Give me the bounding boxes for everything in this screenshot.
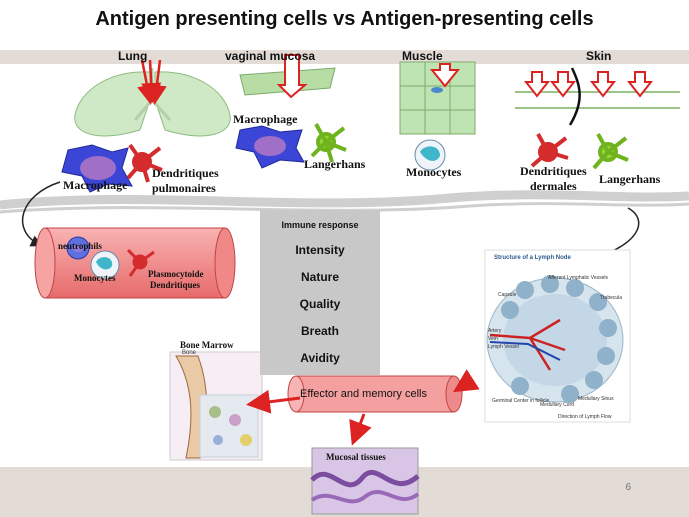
bone-marrow-sub: Bone <box>182 350 197 356</box>
immune-item-nature: Nature <box>300 270 339 284</box>
neutrophil-icon <box>66 236 90 260</box>
mucosal-label: Mucosal tissues <box>326 452 386 462</box>
lymph-label-direction: Direction of Lymph Flow <box>558 414 612 420</box>
lymph-label-artery: Artery <box>488 328 502 334</box>
macrophage-lung-icon <box>61 144 133 193</box>
top-band <box>0 50 689 64</box>
dendritic-dermal-icon <box>530 133 569 168</box>
lymph-label-afferent: Afferent Lymphatic Vessels <box>548 275 609 281</box>
curved-arrow-left <box>21 181 61 247</box>
arrow-effector-to-mucosa <box>349 413 372 446</box>
immune-item-breath: Breath <box>300 324 339 338</box>
label-skin: Skin <box>586 49 612 63</box>
label-langerhans-skin: Langerhans <box>599 172 661 186</box>
muscle-icon <box>399 61 476 135</box>
skin-icon <box>515 67 680 126</box>
immune-item-quality: Quality <box>299 297 341 311</box>
langerhans-skin-icon <box>592 133 629 170</box>
lymph-label-vein: Vein <box>488 336 498 342</box>
label-dendritic-pulm-1: Dendritiques <box>152 166 219 180</box>
label-vaginal-mucosa: vaginal mucosa <box>225 49 316 63</box>
vaginal-mucosa-icon <box>239 54 336 99</box>
label-monocytes-vessel: Monocytes <box>74 273 116 283</box>
lymph-label-capsule: Capsule <box>498 292 517 298</box>
langerhans-vaginal-icon <box>310 123 347 163</box>
effector-label: Effector and memory cells <box>300 388 427 400</box>
label-lung: Lung <box>118 49 148 63</box>
lymph-label-germinal: Germinal Center in follicle <box>492 398 550 404</box>
monocyte-vessel-icon <box>90 250 120 280</box>
plasmacytoid-dendritic-icon <box>126 248 155 277</box>
lymph-node-icon <box>484 249 631 423</box>
immune-heading: Immune response <box>281 220 359 230</box>
immune-item-avidity: Avidity <box>300 351 340 365</box>
wavy-divider <box>0 190 689 214</box>
label-macrophage-vaginal: Macrophage <box>233 112 298 126</box>
label-plasmacytoid-1: Plasmocytoide <box>148 269 204 279</box>
page-number: 6 <box>625 482 631 493</box>
bone-marrow-title: Bone Marrow <box>180 340 234 350</box>
label-dendritic-pulm-2: pulmonaires <box>152 181 216 195</box>
lymph-label-trabecula: Trabecula <box>600 295 623 301</box>
lung-arrows-icon <box>137 59 167 105</box>
immune-item-intensity: Intensity <box>295 243 345 257</box>
label-dendritic-dermal-2: dermales <box>530 179 577 193</box>
immune-response-box: Immune response Intensity Nature Quality… <box>260 210 380 375</box>
dendritic-pulmonary-icon <box>126 143 163 183</box>
arrow-effector-to-bone <box>246 389 301 414</box>
label-neutrophils: neutrophils <box>58 241 102 251</box>
lymph-node-title: Structure of a Lymph Node <box>494 255 571 261</box>
lung-icon <box>74 68 231 137</box>
lymph-label-medullary-sinus: Medullary Sinus <box>578 396 614 402</box>
label-dendritic-dermal-1: Dendritiques <box>520 164 587 178</box>
slide-title: Antigen presenting cells vs Antigen-pres… <box>95 8 594 30</box>
macrophage-vaginal-icon <box>235 125 305 169</box>
lymph-label-medullary-cord: Medullary Cord <box>540 402 574 408</box>
bone-marrow-icon <box>169 351 263 461</box>
label-langerhans-vaginal: Langerhans <box>304 157 366 171</box>
label-macrophage-lung: Macrophage <box>63 178 128 192</box>
monocyte-muscle-icon <box>414 139 446 171</box>
label-monocytes-muscle: Monocytes <box>406 165 462 179</box>
arrow-lymph-to-effector <box>452 369 480 393</box>
label-plasmacytoid-2: Dendritiques <box>150 280 201 290</box>
lymph-label-lymph-vessel: Lymph Vessel <box>488 344 519 350</box>
mucosal-tissue-icon <box>310 447 420 515</box>
label-muscle: Muscle <box>402 49 443 63</box>
